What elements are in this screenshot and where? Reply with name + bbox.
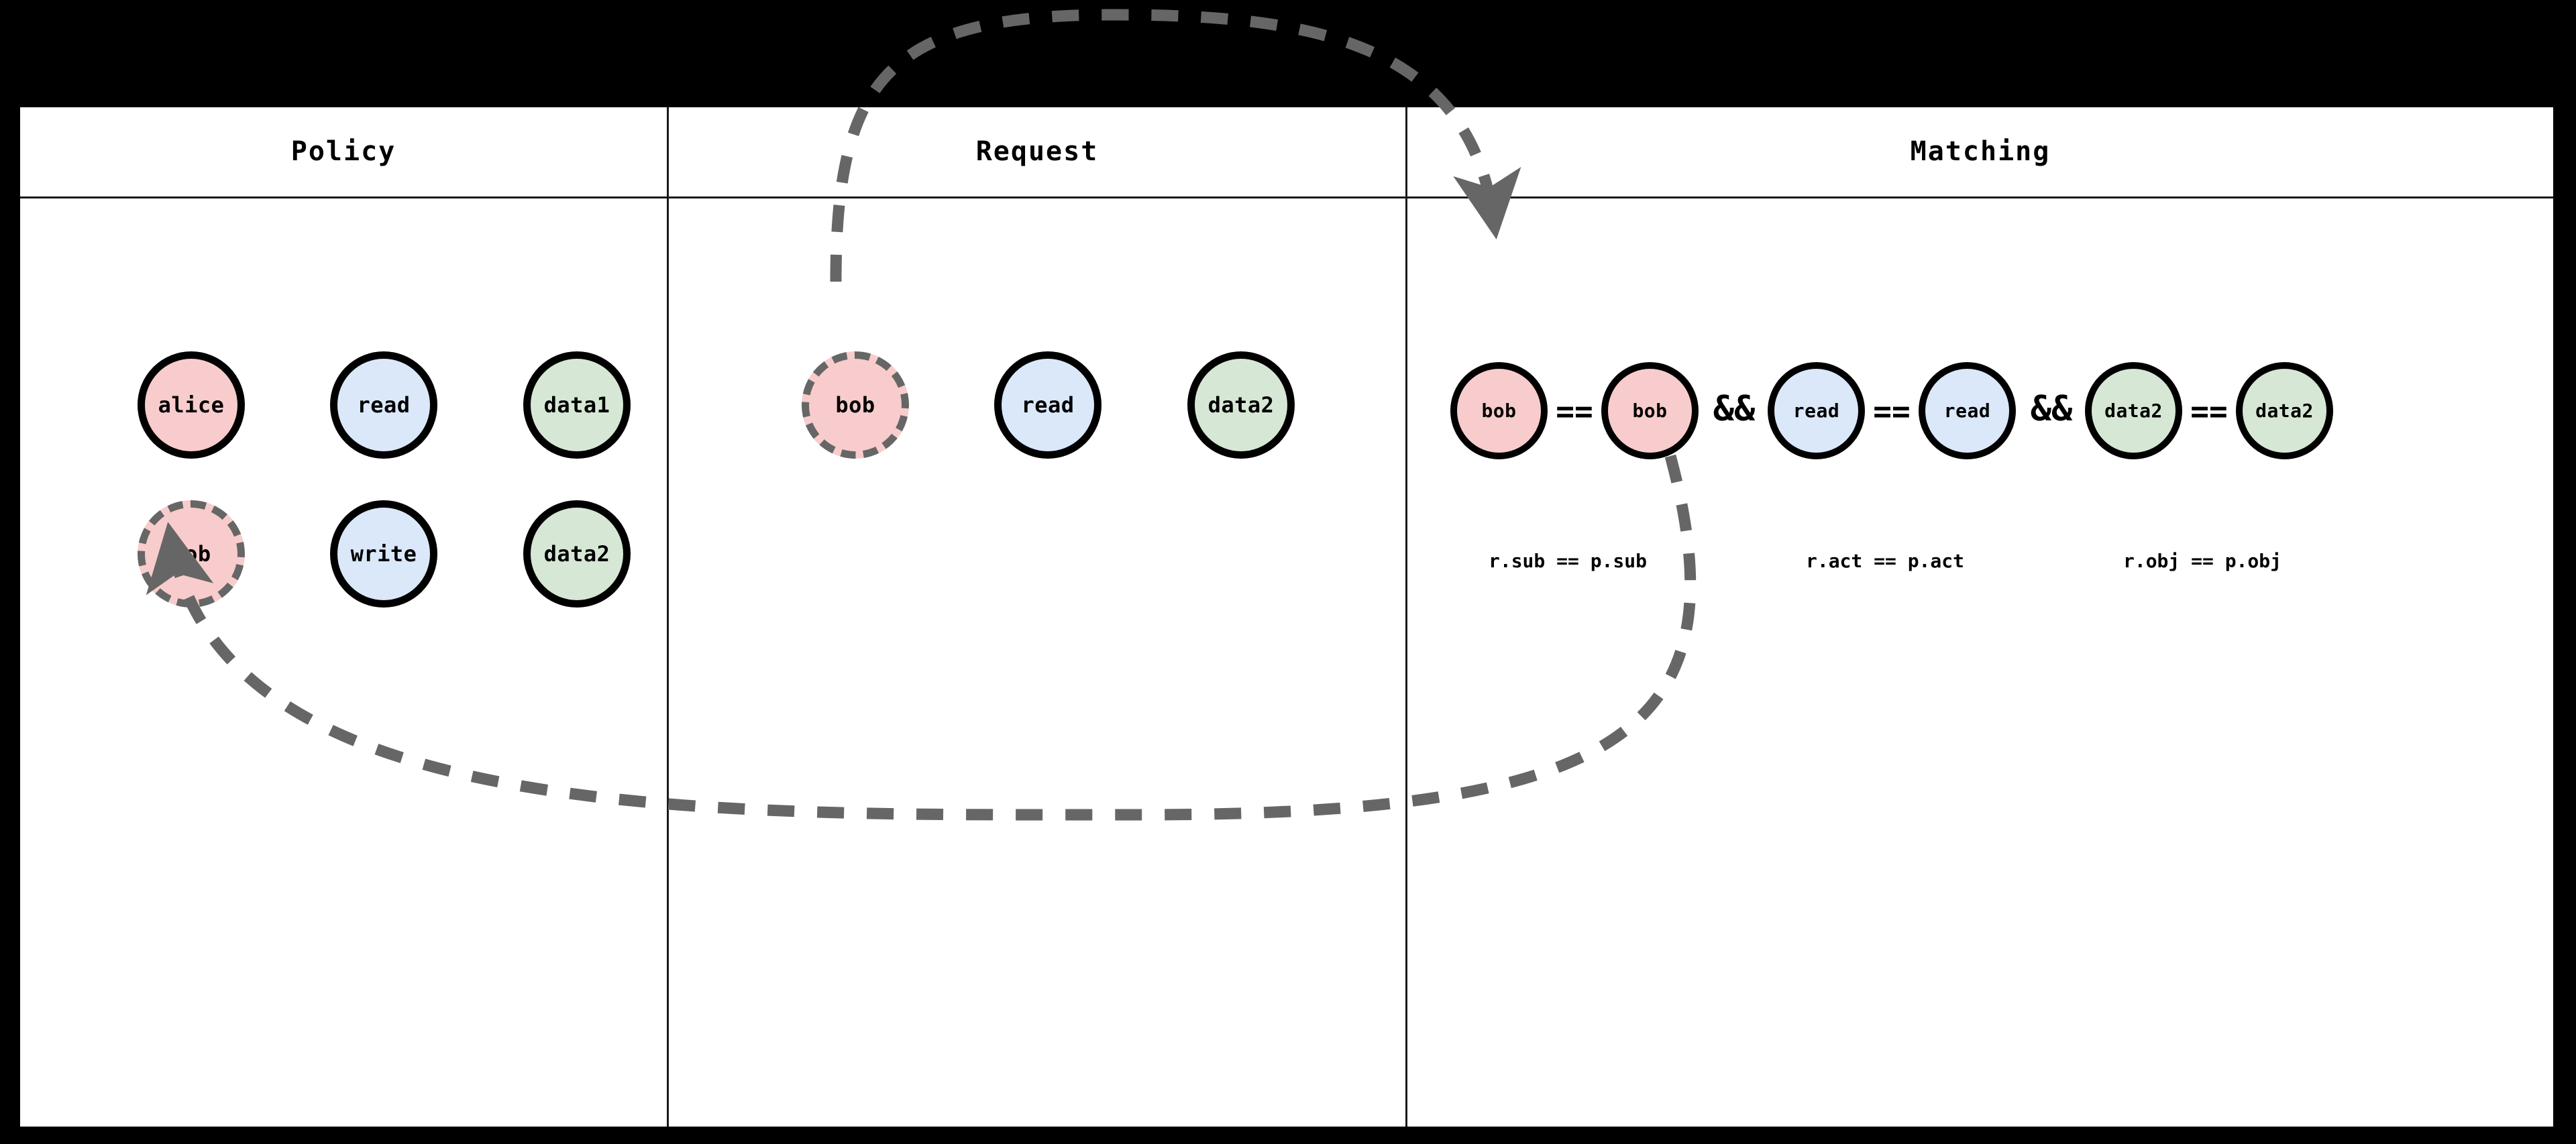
policy-node-alice[interactable]: alice (138, 351, 245, 459)
matching-operator-eq-obj: == (2190, 393, 2228, 429)
matching-node-policy-act[interactable]: read (1919, 362, 2016, 459)
matching-node-request-act[interactable]: read (1768, 362, 1865, 459)
request-node-data2[interactable]: data2 (1187, 351, 1295, 459)
policy-node-read[interactable]: read (330, 351, 437, 459)
matching-node-request-obj[interactable]: data2 (2085, 362, 2182, 459)
request-node-read[interactable]: read (994, 351, 1102, 459)
column-header-policy: Policy (290, 136, 396, 167)
matching-node-request-sub[interactable]: bob (1450, 362, 1548, 459)
matching-caption-obj: r.obj == p.obj (2123, 550, 2282, 572)
matching-caption-act: r.act == p.act (1805, 550, 1964, 572)
matching-node-policy-obj[interactable]: data2 (2236, 362, 2333, 459)
matching-operator-and-1: && (1713, 389, 1756, 429)
policy-node-bob[interactable]: bob (138, 500, 245, 608)
policy-node-data1[interactable]: data1 (523, 351, 631, 459)
column-divider-request-matching (1405, 107, 1407, 1127)
column-header-matching: Matching (1910, 136, 2051, 167)
request-node-bob[interactable]: bob (802, 351, 909, 459)
diagram-panel: Policy Request Matching alice read data1… (20, 107, 2553, 1127)
matching-caption-sub: r.sub == p.sub (1488, 550, 1647, 572)
matching-operator-eq-sub: == (1556, 393, 1593, 429)
policy-node-data2[interactable]: data2 (523, 500, 631, 608)
matching-operator-eq-act: == (1873, 393, 1911, 429)
matching-operator-and-2: && (2030, 389, 2073, 429)
header-separator (20, 196, 2553, 198)
policy-node-write[interactable]: write (330, 500, 437, 608)
column-header-request: Request (975, 136, 1099, 167)
matching-node-policy-sub[interactable]: bob (1601, 362, 1699, 459)
column-divider-policy-request (667, 107, 669, 1127)
